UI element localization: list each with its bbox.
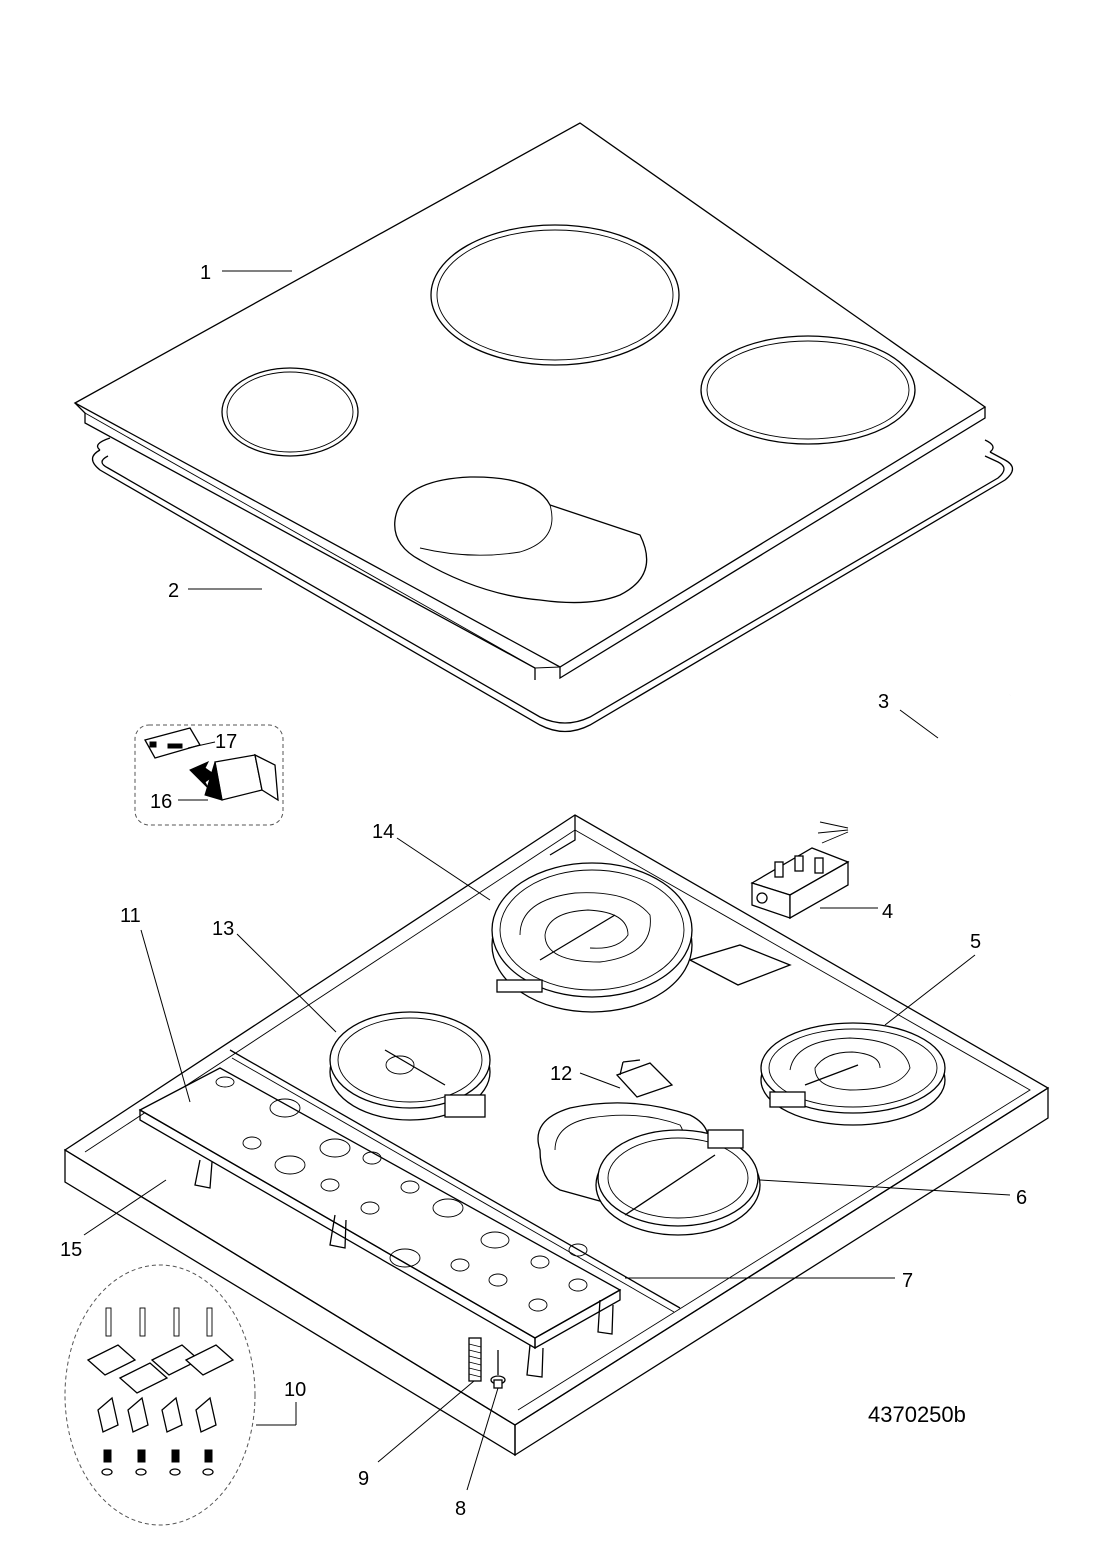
callout-4: 4 <box>882 901 893 923</box>
callout-2: 2 <box>168 580 179 602</box>
callout-13: 13 <box>212 918 234 940</box>
callout-1: 1 <box>200 262 211 284</box>
inset-fixing-kit <box>64 1264 256 1526</box>
gasket-frame <box>91 437 1014 733</box>
callout-12: 12 <box>550 1063 572 1085</box>
glass-ceramic-top <box>73 122 987 680</box>
fixing-kit-screws <box>101 1449 214 1476</box>
callout-leaders <box>83 270 1011 1491</box>
fixing-kit-brackets <box>97 1396 217 1433</box>
terminal-block <box>750 847 850 920</box>
callout-10: 10 <box>284 1379 306 1401</box>
inset-module-label <box>134 724 284 826</box>
callout-17: 17 <box>215 731 237 753</box>
oval-zone-outline <box>394 476 648 604</box>
callout-15: 15 <box>60 1239 82 1261</box>
fixing-kit-clips <box>86 1344 235 1394</box>
large-zone-outline <box>430 224 680 366</box>
control-board <box>138 1067 622 1378</box>
heater-element-dual <box>537 1102 761 1236</box>
callout-14: 14 <box>372 821 394 843</box>
heater-element-small <box>329 1011 491 1121</box>
electronic-module <box>204 753 279 802</box>
power-cable <box>817 692 1082 844</box>
fixing-kit-pins <box>105 1307 213 1337</box>
callout-3: 3 <box>878 691 889 713</box>
sensor-bracket <box>615 1059 674 1098</box>
callout-16: 16 <box>150 791 172 813</box>
heater-element-large <box>491 862 693 1013</box>
callout-8: 8 <box>455 1498 466 1520</box>
heater-element-right <box>760 1022 946 1126</box>
spring <box>468 1337 482 1382</box>
callout-labels: 1 2 3 4 5 6 7 8 9 10 11 12 13 14 15 16 1… <box>60 262 1027 1520</box>
small-zone-outline <box>221 367 359 457</box>
callout-6: 6 <box>1016 1187 1027 1209</box>
callout-9: 9 <box>358 1468 369 1490</box>
right-zone-outline <box>700 335 916 445</box>
callout-5: 5 <box>970 931 981 953</box>
drawing-code: 4370250b <box>868 1402 966 1427</box>
callout-11: 11 <box>120 905 141 927</box>
callout-7: 7 <box>902 1270 913 1292</box>
